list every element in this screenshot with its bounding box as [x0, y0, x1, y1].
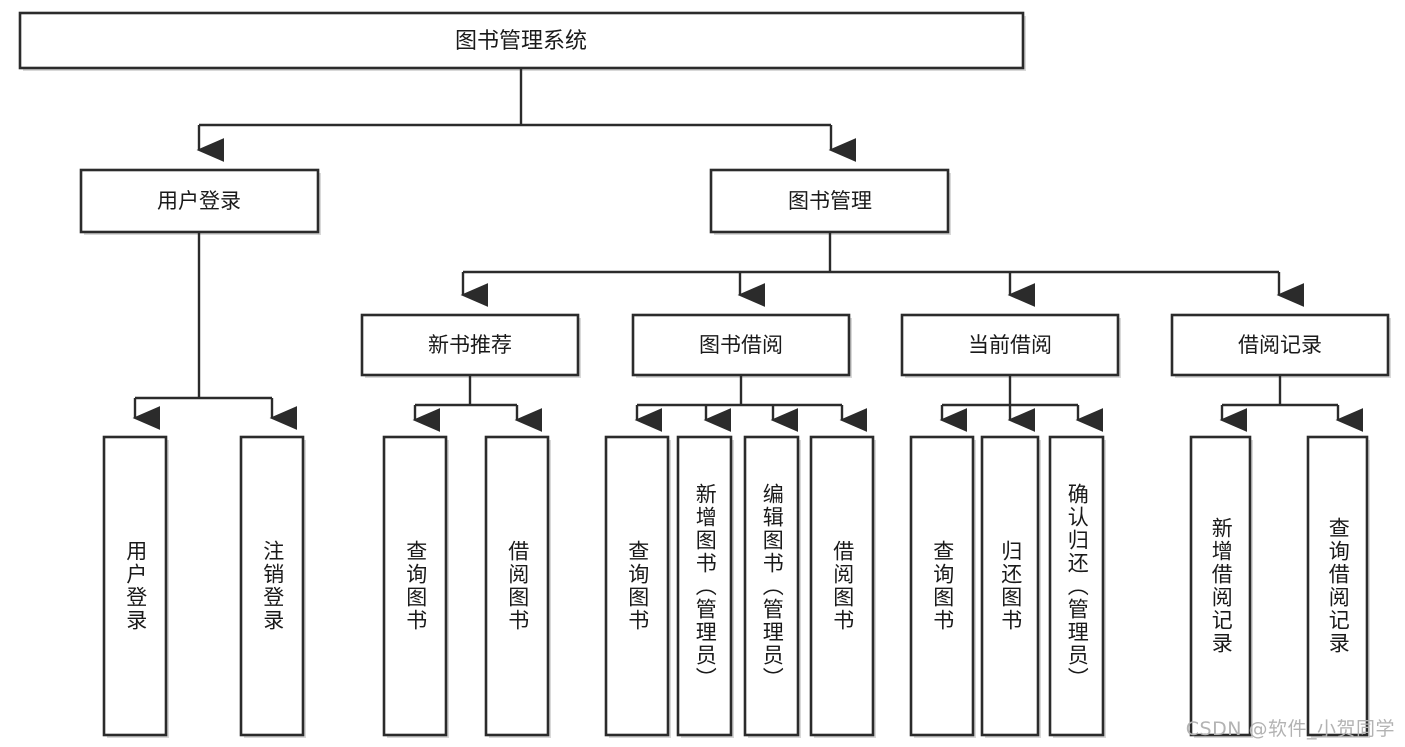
leaf-nb-query-book[interactable]	[382, 435, 449, 738]
leaf-br-query-record[interactable]	[1306, 435, 1370, 738]
node-book-manage[interactable]: 图书管理	[709, 168, 951, 235]
node-new-book-recommend[interactable]: 新书推荐	[360, 313, 581, 378]
node-current-borrow[interactable]: 当前借阅	[900, 313, 1121, 378]
leaf-br-add-record[interactable]	[1189, 435, 1253, 738]
node-borrow-record[interactable]: 借阅记录	[1170, 313, 1391, 378]
node-root[interactable]: 图书管理系统	[18, 11, 1026, 71]
node-user-login[interactable]: 用户登录	[79, 168, 321, 235]
leaf-user-login[interactable]	[102, 435, 169, 738]
node-borrow-record-label: 借阅记录	[1238, 333, 1322, 357]
leaf-nb-borrow-book[interactable]	[484, 435, 551, 738]
leaf-bb-edit-book[interactable]	[743, 435, 801, 738]
node-root-label: 图书管理系统	[455, 29, 587, 54]
node-book-borrow[interactable]: 图书借阅	[631, 313, 852, 378]
leaf-cb-query-book[interactable]	[909, 435, 976, 738]
node-new-book-recommend-label: 新书推荐	[428, 333, 512, 357]
leaf-bb-add-book[interactable]	[676, 435, 734, 738]
watermark: CSDN @软件_小贺同学	[1185, 718, 1395, 740]
leaf-bb-query-book[interactable]	[604, 435, 671, 738]
leaf-logout[interactable]	[239, 435, 306, 738]
node-book-borrow-label: 图书借阅	[699, 333, 783, 357]
node-book-manage-label: 图书管理	[788, 189, 872, 213]
leaf-bb-borrow-book[interactable]	[809, 435, 876, 738]
leaf-cb-return-book[interactable]	[980, 435, 1041, 738]
node-user-login-label: 用户登录	[157, 189, 241, 213]
leaf-cb-confirm-return[interactable]	[1048, 435, 1106, 738]
node-current-borrow-label: 当前借阅	[968, 333, 1052, 357]
